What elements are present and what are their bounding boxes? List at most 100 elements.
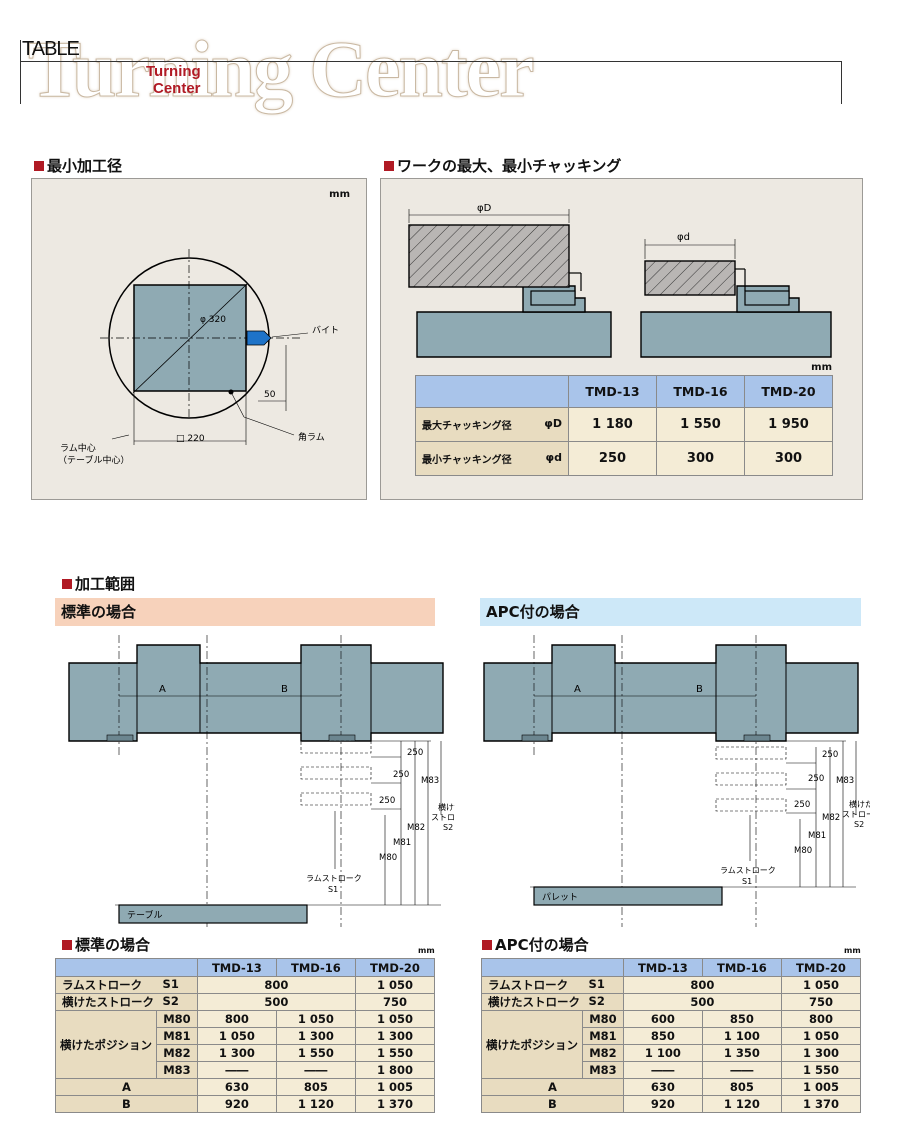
spec-apc-col-tmd20: TMD-20 [780,958,862,977]
range-apc-m82: M82 [822,813,840,823]
range-heading: 加工範囲 [62,573,135,594]
spec-std-col-tmd20: TMD-20 [354,958,436,977]
spec-std-b-tmd16: 1 120 [275,1095,356,1113]
spec-apc-s1-tmd20: 1 050 [780,976,862,994]
spec-std-m83-tmd13: ―― [196,1061,277,1079]
range-std-cross-stroke-3: S2 [443,823,453,832]
spec-apc-b-tmd16: 1 120 [701,1095,782,1113]
spec-std-col-tmd13: TMD-13 [196,958,277,977]
spec-apc-m83-tmd16: ―― [701,1061,782,1079]
spec-apc-m80-tmd13: 600 [622,1010,703,1028]
spec-std-m80-label: M80 [156,1010,198,1028]
min-dia-square-ram-label: 角ラム [298,431,325,443]
header-subtitle-line1: Turning [146,63,201,80]
chucking-min-tmd20: 300 [744,441,833,476]
spec-std-m82-label: M82 [156,1044,198,1062]
spec-std-m81-tmd20: 1 300 [354,1027,436,1045]
spec-std-m83-tmd20: 1 800 [354,1061,436,1079]
min-dia-square-label: □ 220 [176,434,205,444]
spec-apc-col-tmd16: TMD-16 [701,958,782,977]
spec-apc-m80-label: M80 [582,1010,624,1028]
spec-std-unit: mm [418,946,435,955]
range-apc-cross-stroke-3: S2 [854,820,864,829]
spec-std-b-tmd13: 920 [196,1095,277,1113]
chucking-diagram: φD φd [408,203,832,358]
spec-apc-col-tmd13: TMD-13 [622,958,703,977]
spec-apc-b-label: B [481,1095,624,1113]
spec-std-a-tmd16: 805 [275,1078,356,1096]
range-std-250-3: 250 [379,796,395,806]
range-std-dim-b: B [281,684,288,695]
chucking-max-tmd13: 1 180 [568,407,657,442]
range-apc-dim-b: B [696,684,703,695]
range-std-cross-stroke-1: 横けた [438,802,455,812]
range-apc-band: APC付の場合 [480,598,861,626]
spec-apc-m82-tmd20: 1 300 [780,1044,862,1062]
header-watermark: Turning Center [28,26,536,114]
min-dia-unit: mm [329,189,350,200]
min-dia-panel: mm φ 320 □ 220 50 バイト ラム中心 （テーブル中心） 角ラム [31,178,367,500]
spec-std-s1-tmd20: 1 050 [354,976,436,994]
chucking-min-label: φd [677,232,690,243]
range-apc-diagram: A B 250 250 250 M83 M82 M81 M80 横けた ストロー… [483,635,870,927]
spec-apc-m82-label: M82 [582,1044,624,1062]
spec-std-m82-tmd20: 1 550 [354,1044,436,1062]
header-divider-right [841,61,842,104]
header-divider [20,61,842,62]
range-std-m80: M80 [379,853,397,863]
chucking-col-tmd16: TMD-16 [656,375,745,408]
spec-std-m81-tmd16: 1 300 [275,1027,356,1045]
header-divider-left [20,40,21,104]
spec-std-s2-merged: 500 [196,993,356,1011]
chucking-col-tmd13: TMD-13 [568,375,657,408]
spec-apc-m81-tmd13: 850 [622,1027,703,1045]
chucking-max-tmd20: 1 950 [744,407,833,442]
range-std-250-1: 250 [407,748,423,758]
spec-std-m83-tmd16: ―― [275,1061,356,1079]
spec-apc-pos-label: 横けたポジション [480,1010,584,1079]
spec-std-m81-label: M81 [156,1027,198,1045]
range-apc-m83: M83 [836,776,854,786]
spec-apc-m81-tmd16: 1 100 [701,1027,782,1045]
range-apc-cross-stroke-1: 横けた [849,799,870,809]
spec-std-s2-tmd20: 750 [354,993,436,1011]
spec-apc-m83-label: M83 [582,1061,624,1079]
range-apc-ram-stroke-2: S1 [742,877,752,886]
spec-std-s1-merged: 800 [196,976,356,994]
header-table-label: TABLE [22,38,80,60]
range-apc-250-3: 250 [794,800,810,810]
min-dia-heading: 最小加工径 [34,155,122,176]
spec-apc-heading: APC付の場合 [482,934,589,955]
chucking-max-tmd16: 1 550 [656,407,745,442]
spec-std-m82-tmd13: 1 300 [196,1044,277,1062]
spec-apc-m80-tmd20: 800 [780,1010,862,1028]
spec-apc-s2-tmd20: 750 [780,993,862,1011]
range-apc-cross-stroke-2: ストローク [842,810,870,819]
spec-apc-m81-label: M81 [582,1027,624,1045]
min-dia-bite-label: バイト [312,325,339,336]
range-std-band: 標準の場合 [55,598,435,626]
spec-apc-a-label: A [481,1078,624,1096]
range-std-table-label: テーブル [127,909,162,921]
spec-apc-s1-merged: 800 [622,976,782,994]
range-apc-dim-a: A [574,684,581,695]
spec-std-heading: 標準の場合 [62,934,150,955]
spec-apc-a-tmd13: 630 [622,1078,703,1096]
spec-std-m83-label: M83 [156,1061,198,1079]
spec-std-m81-tmd13: 1 050 [196,1027,277,1045]
spec-apc-m80-tmd16: 850 [701,1010,782,1028]
spec-apc-unit: mm [844,946,861,955]
spec-std-m82-tmd16: 1 550 [275,1044,356,1062]
range-std-diagram: A B 250 250 250 M83 M82 M81 M80 横けた ストロー… [68,635,455,927]
min-dia-ram-center-sub-label: （テーブル中心） [58,454,129,466]
spec-std-m80-tmd13: 800 [196,1010,277,1028]
chucking-col-tmd20: TMD-20 [744,375,833,408]
min-dia-circle-label: φ 320 [200,315,226,325]
spec-std-a-tmd20: 1 005 [354,1078,436,1096]
